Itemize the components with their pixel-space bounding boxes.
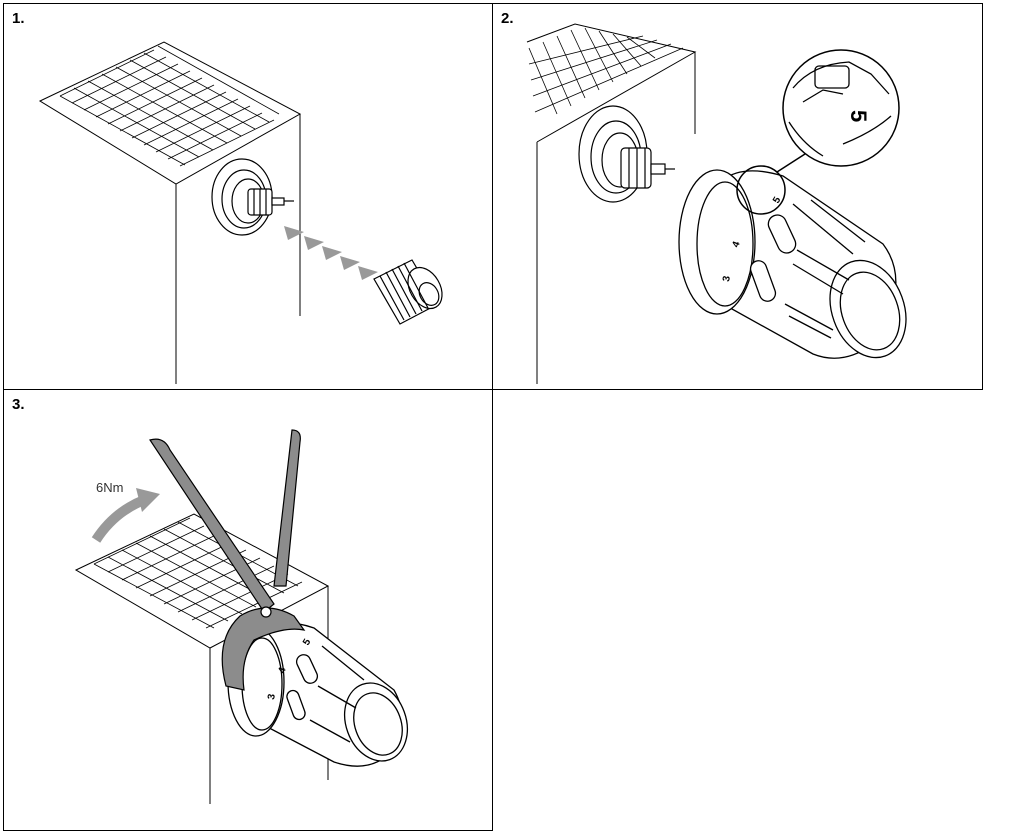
step-3-panel: 3.: [3, 389, 493, 831]
ring-mark-5: 5: [301, 637, 314, 648]
empty-panel: [492, 389, 983, 831]
detail-scale-mark: 5: [846, 110, 871, 122]
rotation-arrow: [91, 488, 160, 543]
ring-mark-4: 4: [730, 240, 742, 249]
ring-mark-3: 3: [721, 275, 733, 283]
protection-cap: [373, 259, 443, 325]
detail-callout: [736, 49, 900, 215]
step-3-number: 3.: [12, 396, 25, 413]
direction-arrows: [284, 226, 378, 280]
step-1-illustration: [38, 41, 443, 384]
valve-body: [211, 158, 294, 236]
ring-mark-5: 5: [771, 195, 784, 206]
thermostat-head: [227, 621, 408, 767]
thermostat-head: [678, 169, 907, 359]
step-2-number: 2.: [501, 10, 514, 27]
step-3-illustration: 6Nm 4 3 5: [74, 429, 408, 804]
step-2-panel: 2.: [492, 3, 983, 390]
radiator: [526, 23, 697, 384]
ring-mark-3: 3: [266, 693, 278, 701]
valve-body: [578, 105, 675, 203]
ring-mark-4: 4: [276, 666, 288, 675]
instruction-grid: 1.: [3, 3, 983, 831]
radiator: [38, 41, 302, 384]
step-1-panel: 1.: [3, 3, 493, 390]
torque-value: 6Nm: [96, 480, 123, 495]
step-2-illustration: 4 3 5 5: [526, 23, 907, 384]
wrench: [149, 429, 306, 691]
step-1-number: 1.: [12, 10, 25, 27]
